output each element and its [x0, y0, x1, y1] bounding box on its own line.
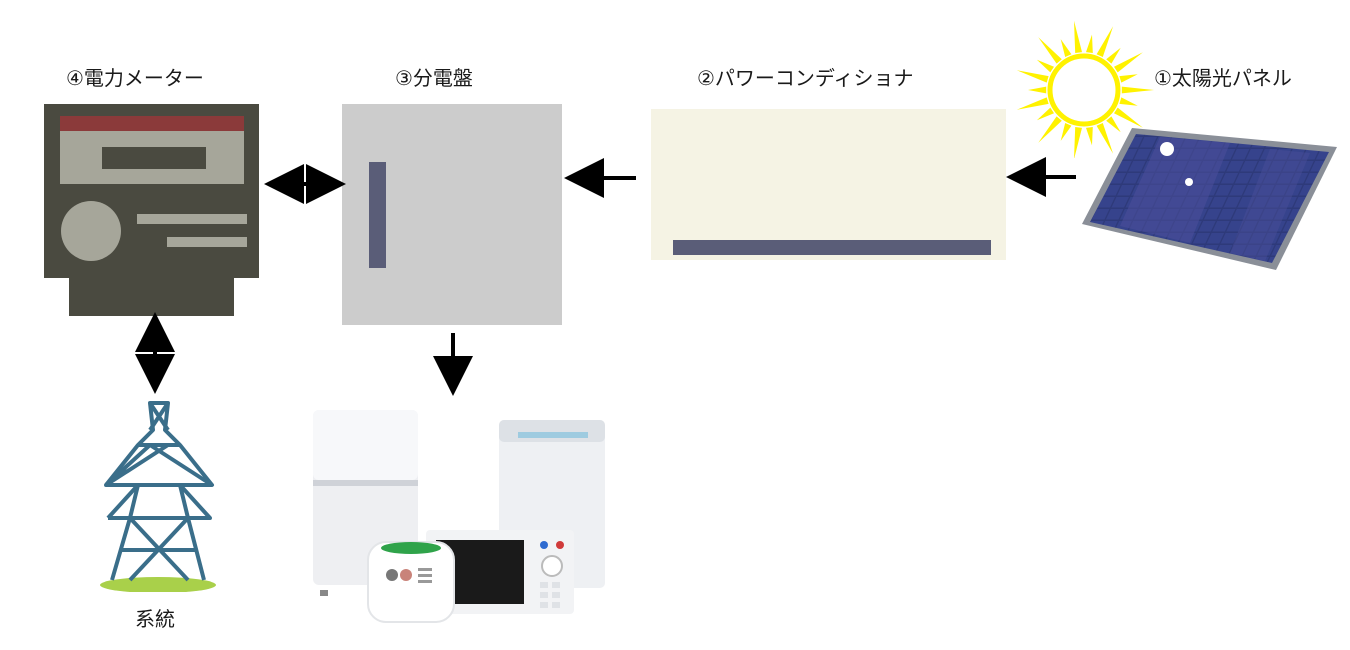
sun-ray	[1036, 107, 1054, 121]
power-conditioner-icon	[651, 109, 1006, 260]
sun-icon	[1016, 20, 1154, 158]
sun-ray	[1074, 20, 1082, 53]
sun-ray	[1114, 52, 1143, 73]
power-conditioner-label: ②パワーコンディショナ	[697, 66, 914, 90]
sun-ray	[1086, 127, 1093, 146]
sun-ray	[1106, 47, 1121, 64]
transmission-tower-icon	[100, 401, 216, 592]
sun-ray	[1038, 116, 1062, 143]
sun-ray	[1060, 123, 1072, 141]
grid-label: 系統	[135, 607, 175, 631]
sun-ray	[1060, 39, 1072, 57]
sun-ray	[1096, 26, 1114, 57]
sun-ray	[1086, 34, 1093, 53]
sun-ray	[1119, 97, 1138, 106]
sun-ray	[1016, 70, 1049, 83]
solar-panel-label: ①太陽光パネル	[1154, 66, 1292, 90]
meter-label: ④電力メーター	[66, 66, 204, 90]
sun-ray	[1096, 123, 1114, 154]
sun-ray	[1114, 107, 1143, 128]
sun-ray	[1038, 37, 1062, 64]
sun-ray	[1119, 74, 1138, 83]
sun-ray	[1106, 116, 1121, 133]
electric-meter-icon	[44, 104, 259, 316]
home-appliances-icon	[313, 410, 605, 623]
distribution-board-icon	[342, 104, 562, 325]
sun-ray	[1121, 86, 1154, 94]
sun-ray	[1016, 97, 1049, 110]
panel-board-label: ③分電盤	[395, 66, 473, 90]
sun-ray	[1036, 59, 1054, 73]
sun-ray	[1028, 86, 1047, 94]
solar-panel-icon	[1082, 128, 1337, 270]
sun-ray	[1074, 127, 1082, 158]
